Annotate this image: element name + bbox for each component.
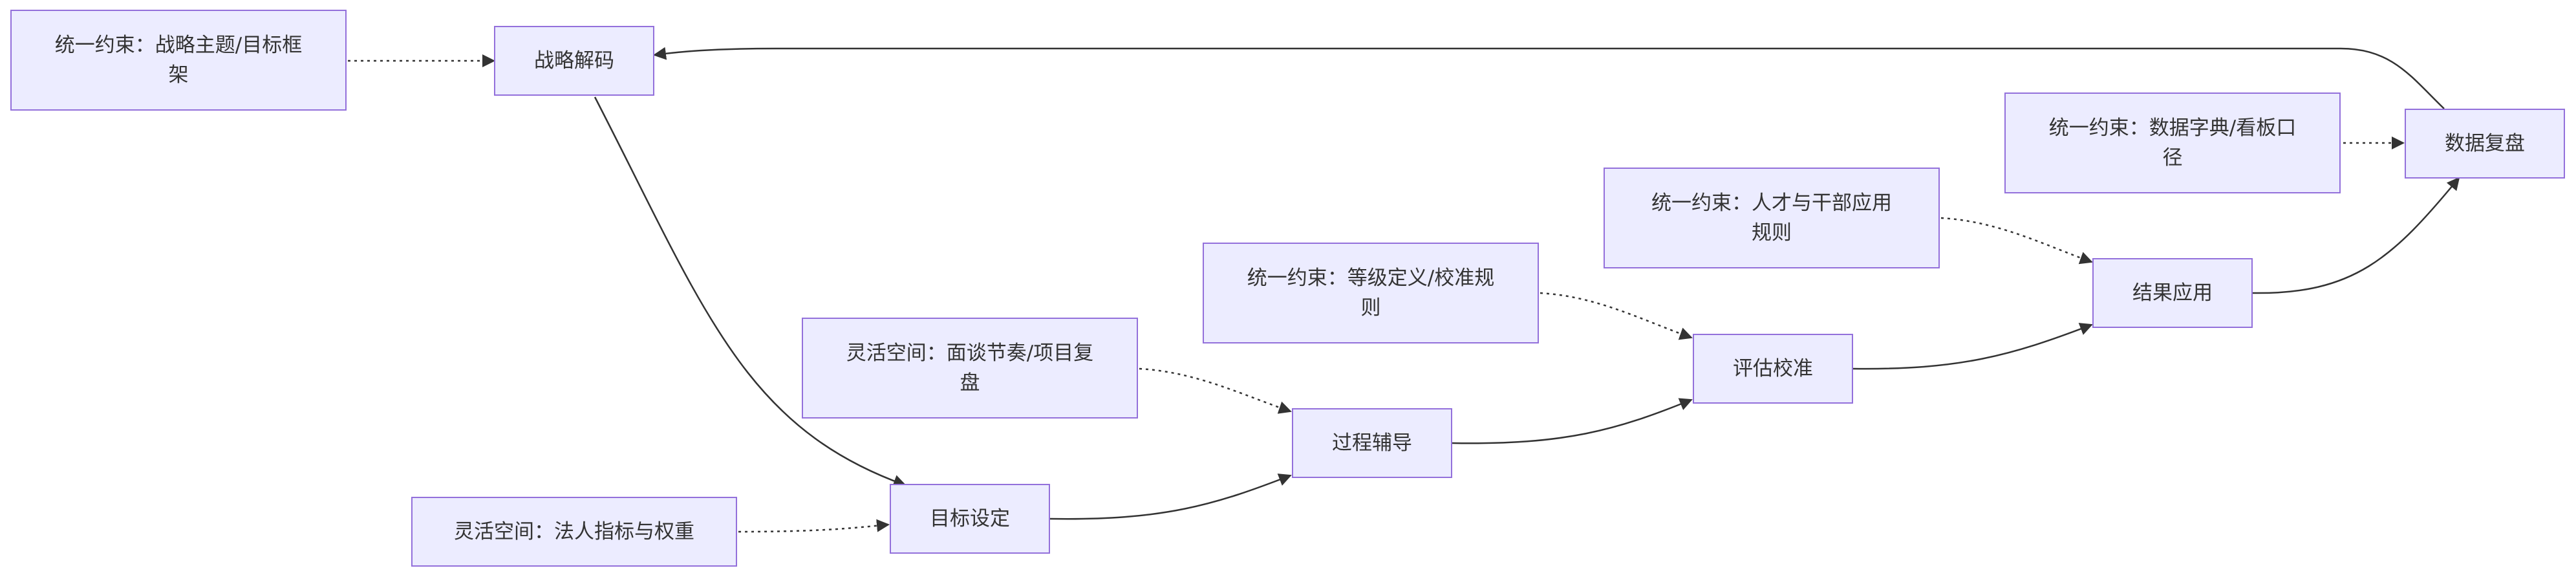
node-strategy-decode[interactable]: 战略解码 (494, 26, 654, 96)
node-label: 过程辅导 (1332, 431, 1412, 455)
edge-constraint-talent-to-result (1940, 217, 2093, 265)
node-label: 统一约束：战略主题/目标框架 (54, 34, 303, 87)
node-flex-interview[interactable]: 灵活空间：面谈节奏/项目复盘 (802, 318, 1138, 419)
node-goal-setting[interactable]: 目标设定 (890, 484, 1050, 554)
node-label: 结果应用 (2132, 281, 2213, 305)
node-constraint-strategy[interactable]: 统一约束：战略主题/目标框架 (10, 10, 347, 111)
edge-flex-legal-to-goal (738, 519, 890, 533)
node-label: 统一约束：等级定义/校准规则 (1247, 267, 1495, 320)
node-label: 评估校准 (1733, 357, 1813, 380)
node-process-coaching[interactable]: 过程辅导 (1292, 408, 1452, 478)
edge-result-to-review (2252, 177, 2460, 294)
edge-evaluation-to-result (1852, 323, 2093, 370)
node-constraint-talent[interactable]: 统一约束：人才与干部应用规则 (1604, 168, 1940, 268)
edge-constraint-grade-to-evaluation (1540, 292, 1693, 340)
node-result-application[interactable]: 结果应用 (2092, 258, 2253, 328)
edge-process-to-evaluation (1452, 398, 1693, 444)
node-label: 统一约束：人才与干部应用规则 (1651, 191, 1892, 245)
node-label: 数据复盘 (2445, 132, 2525, 155)
node-label: 灵活空间：法人指标与权重 (454, 520, 694, 543)
node-evaluation-calibration[interactable]: 评估校准 (1693, 334, 1853, 404)
node-label: 战略解码 (534, 49, 614, 72)
node-data-review[interactable]: 数据复盘 (2405, 109, 2565, 179)
edge-review-to-decode (653, 47, 2445, 109)
node-label: 灵活空间：面谈节奏/项目复盘 (846, 342, 1094, 395)
node-label: 目标设定 (930, 507, 1010, 530)
edge-decode-to-goal (594, 96, 907, 488)
node-constraint-grade[interactable]: 统一约束：等级定义/校准规则 (1203, 243, 1539, 343)
edge-flex-interview-to-process (1139, 367, 1292, 414)
node-constraint-data[interactable]: 统一约束：数据字典/看板口径 (2004, 93, 2341, 193)
node-flex-legal[interactable]: 灵活空间：法人指标与权重 (411, 497, 737, 567)
edge-goal-to-process (1049, 474, 1292, 520)
node-label: 统一约束：数据字典/看板口径 (2048, 116, 2297, 169)
